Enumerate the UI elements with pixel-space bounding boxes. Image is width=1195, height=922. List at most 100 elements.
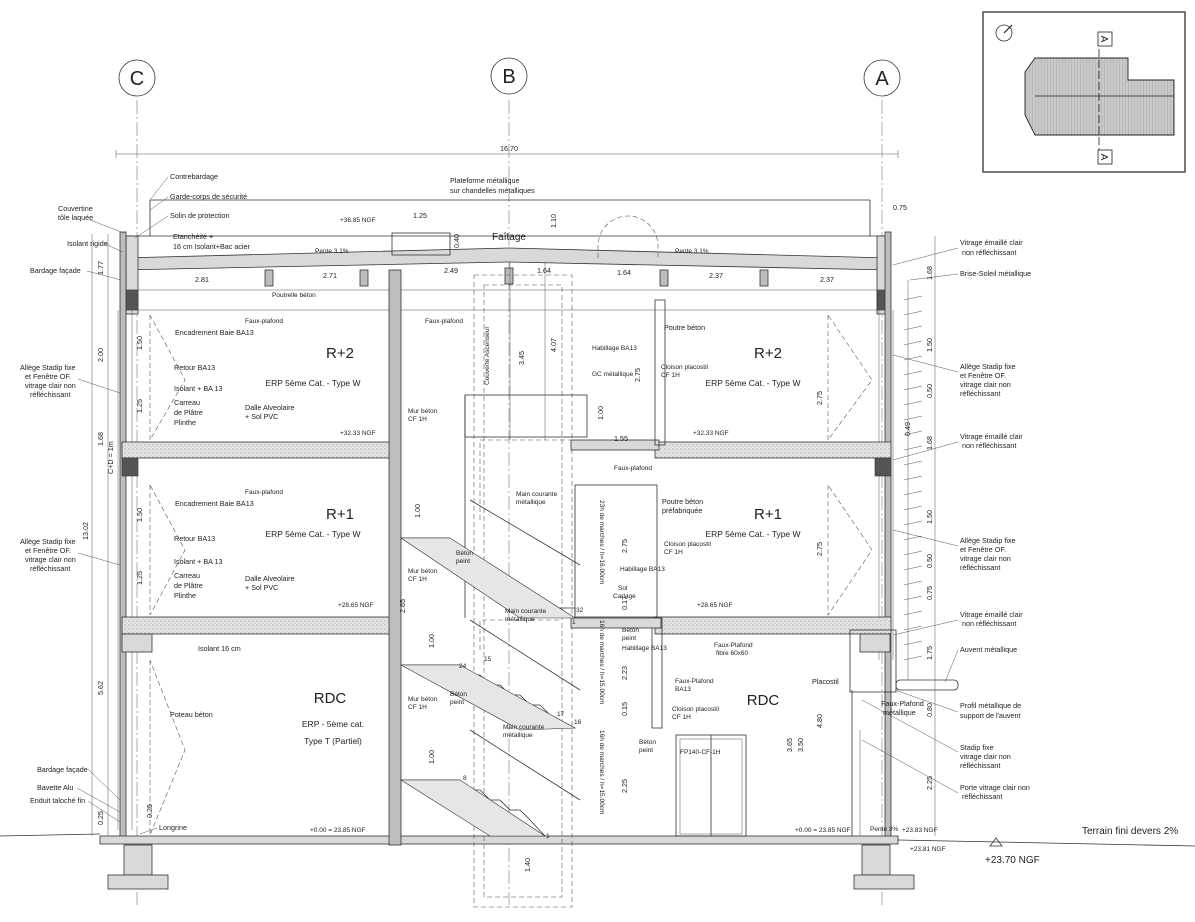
ann-enduit: Enduit taloché fin bbox=[30, 796, 85, 805]
ann-stadip-1: Stadip fixe bbox=[960, 743, 994, 752]
center-annotations: Faux-plafond Mur béton CF 1H Couverte As… bbox=[408, 318, 839, 814]
ann-couverte-ascenseur: Couverte Ascenseur bbox=[484, 326, 491, 385]
ann-couvertine-2: tôle laquée bbox=[58, 213, 93, 222]
ann-cloison-r2: Cloison placostil bbox=[661, 364, 709, 371]
exterior-walls bbox=[119, 231, 892, 838]
ann-allege-r2-2-right: et Fenêtre OF. bbox=[960, 371, 1006, 380]
dim-left-150-r1: 1.50 bbox=[135, 508, 144, 522]
ann-dalle-r2-1: Dalle Alveolaire bbox=[245, 403, 295, 412]
stair-num-1b: 1 bbox=[572, 619, 576, 626]
ann-beton-peint-rdc-1: Béton bbox=[450, 691, 467, 698]
dim-100-c: 1.00 bbox=[427, 634, 436, 648]
ann-dalle-r1-1: Dalle Alveolaire bbox=[245, 574, 295, 583]
ground-slab bbox=[99, 835, 899, 845]
terrain bbox=[0, 833, 1195, 847]
left-dimensions: 1.77 2.00 1.50 1.25 1.68 C+D = 1m 1.50 1… bbox=[81, 234, 154, 836]
stair-num-15: 15 bbox=[484, 656, 492, 663]
span-4: 1.64 bbox=[537, 266, 551, 275]
ann-allege-r1-1-right: Allège Stadip fixe bbox=[960, 536, 1016, 545]
dim-407: 4.07 bbox=[549, 338, 558, 352]
dim-left-cd: C+D = 1m bbox=[106, 441, 115, 474]
canopy bbox=[849, 629, 959, 836]
ann-cf1h-r1: CF 1H bbox=[408, 576, 427, 583]
plateforme-label-2: sur chandelles métalliques bbox=[450, 186, 535, 195]
level-ground: +23.81 NGF bbox=[910, 846, 946, 853]
room-r2-left: R+2 bbox=[326, 345, 354, 362]
level-rdc-right: +0.00 = 23.85 NGF bbox=[795, 827, 851, 834]
ann-stadip-2: vitrage clair non bbox=[960, 752, 1011, 761]
dim-left-125-r2: 1.25 bbox=[135, 399, 144, 413]
footing-left bbox=[123, 844, 153, 876]
slab-r2-right bbox=[654, 441, 892, 459]
dim-left-562: 5.62 bbox=[96, 681, 105, 695]
ann-solin: Solin de protection bbox=[170, 211, 230, 220]
dim-right-275-r1: 2.75 bbox=[815, 542, 824, 556]
slab-r2-left bbox=[121, 441, 391, 459]
grid-label-c: C bbox=[130, 68, 144, 90]
level-r2-right: +32.33 NGF bbox=[693, 430, 729, 437]
ann-allege-r1-2-right: et Fenêtre OF. bbox=[960, 545, 1006, 554]
ann-placostil: Placostil bbox=[812, 677, 839, 686]
grid-bubble-a bbox=[863, 59, 901, 97]
ann-allege-r1-1: Allège Stadip fixe bbox=[20, 537, 76, 546]
ann-vitrage-2a: Vitrage émaillé clair bbox=[960, 432, 1023, 441]
dim-left-025b: 0.25 bbox=[145, 804, 154, 818]
room-r1-right: R+1 bbox=[754, 506, 782, 523]
room-rdc-left: RDC bbox=[314, 690, 347, 707]
left-annotations: Contrebardage Garde-corps de sécurité Co… bbox=[20, 172, 316, 832]
dim-right-049: 0.49 bbox=[903, 422, 912, 436]
dim-140: 1.40 bbox=[523, 858, 532, 872]
door-label: FP140-CF-1H bbox=[680, 749, 721, 756]
dim-left-150-r2: 1.50 bbox=[135, 336, 144, 350]
central-core bbox=[388, 269, 666, 908]
ann-porte-2: réfléchissant bbox=[962, 792, 1002, 801]
span-7: 2.37 bbox=[820, 275, 834, 284]
section-mark-top: A bbox=[1098, 36, 1109, 43]
ann-habillage-mid: Habillage BA13 bbox=[622, 645, 667, 652]
pente-left: Pente 3.1% bbox=[315, 248, 349, 255]
level-r1-right: +28.65 NGF bbox=[697, 602, 733, 609]
stair-num-32: 32 bbox=[576, 607, 584, 614]
overall-dimension-value: 16.70 bbox=[500, 144, 518, 153]
section-mark-bottom: A bbox=[1098, 154, 1109, 161]
fire-door bbox=[675, 734, 747, 837]
ann-marches-mid: 16h de marches / h=15.00cm bbox=[598, 620, 605, 704]
ann-fibre: fibre 60x60 bbox=[716, 650, 749, 657]
ann-encadrement-r2: Encadrement Baie BA13 bbox=[175, 328, 254, 337]
left-leaders bbox=[76, 176, 169, 835]
grid-label-b: B bbox=[502, 66, 515, 88]
dim-right-225: 2.25 bbox=[925, 776, 934, 790]
dim-100-d: 1.00 bbox=[427, 750, 436, 764]
dim-075: 0.75 bbox=[893, 203, 907, 212]
ann-porte-1: Porte vitrage clair non bbox=[960, 783, 1030, 792]
ann-cloison-r1: Cloison placostil bbox=[664, 541, 712, 548]
level-rdc: +0.00 = 23.85 NGF bbox=[310, 827, 366, 834]
ann-poutre-prefa-1: Poutre béton bbox=[662, 497, 703, 506]
center-dimensions: 3.45 4.07 2.75 1.00 1.55 2.75 1.00 0.17 … bbox=[398, 262, 824, 872]
dim-015: 0.15 bbox=[620, 702, 629, 716]
ann-allege-r2-3-right: vitrage clair non bbox=[960, 380, 1011, 389]
dim-345: 3.45 bbox=[517, 351, 526, 365]
level-exterior: +23.83 NGF bbox=[902, 827, 938, 834]
ann-etancheite-2: 16 cm Isolant+Bac acier bbox=[173, 242, 251, 251]
grid-bubble-c bbox=[118, 59, 156, 97]
ann-main-courante-1: Main courante bbox=[516, 491, 558, 498]
ann-vitrage-3b: non réfléchissant bbox=[962, 619, 1016, 628]
ann-isolant-16: Isolant 16 cm bbox=[198, 644, 241, 653]
ann-faux-plafond-r1: Faux-plafond bbox=[245, 489, 283, 496]
level-r2-left: +32.33 NGF bbox=[340, 430, 376, 437]
ann-allege-r2-1: Allège Stadip fixe bbox=[20, 363, 76, 372]
dim-right-075: 0.75 bbox=[925, 586, 934, 600]
ann-auvent: Auvent métallique bbox=[960, 645, 1017, 654]
ann-beton-peint-mid-1: Béton bbox=[622, 627, 639, 634]
terrain-label: Terrain fini devers 2% bbox=[1082, 826, 1178, 837]
facade-hatching bbox=[117, 280, 909, 830]
ann-bardage-facade: Bardage façade bbox=[30, 266, 81, 275]
ann-habillage-r1: Habillage BA13 bbox=[620, 566, 665, 573]
ann-carreau-r2-2: de Plâtre bbox=[174, 408, 203, 417]
ann-allege-r2-3: vitrage clair non bbox=[25, 381, 76, 390]
stair-numbers: 32 24 17 16 8 1 1 15 bbox=[459, 607, 584, 840]
ann-mur-beton-r1: Mur béton bbox=[408, 568, 438, 575]
elevator-shaft bbox=[473, 274, 573, 908]
ann-vitrage-3a: Vitrage émaillé clair bbox=[960, 610, 1023, 619]
